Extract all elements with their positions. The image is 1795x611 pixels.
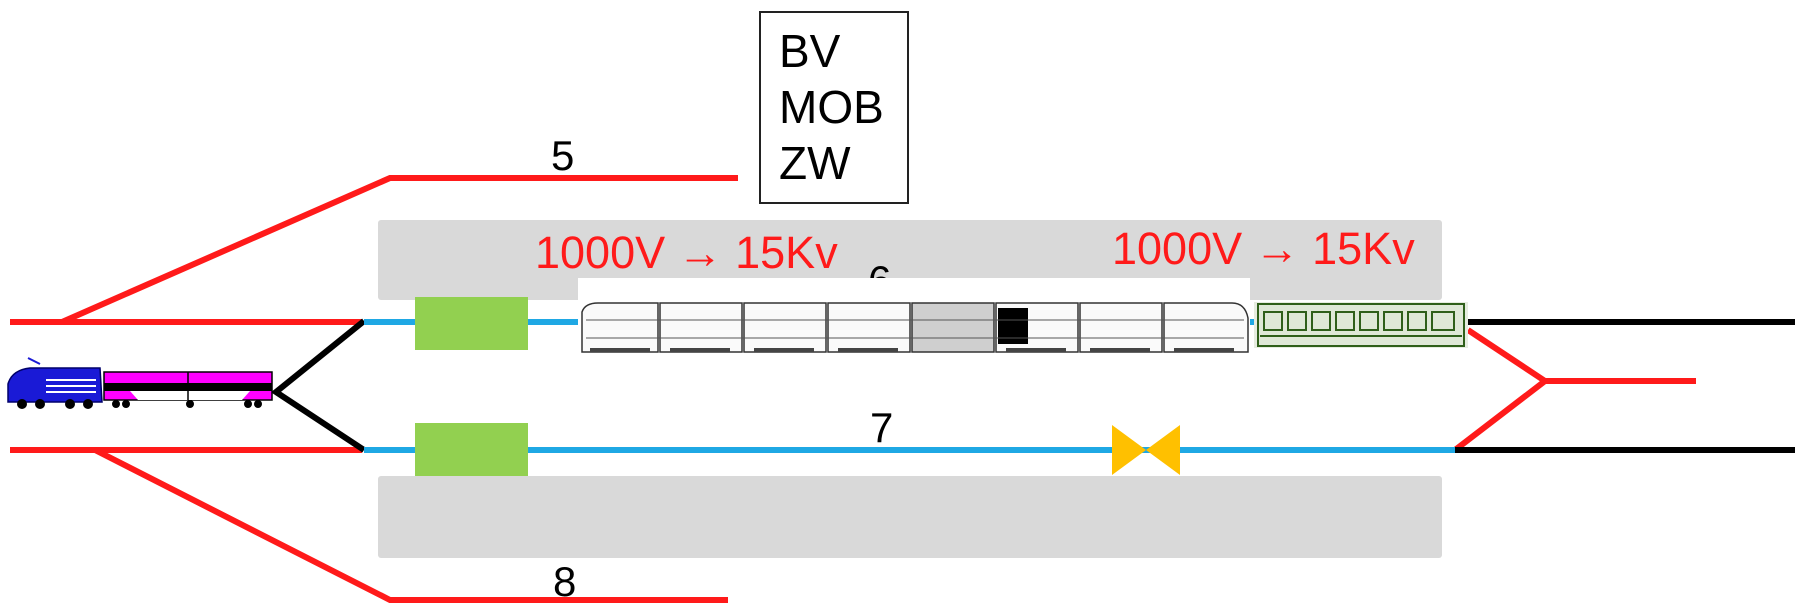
track-8-line (93, 447, 728, 603)
red-tracks (10, 175, 1696, 603)
bowtie-marker-icon (1112, 425, 1180, 475)
white-panoramic-train (578, 278, 1250, 353)
legend-item: ZW (779, 137, 851, 189)
locomotive-with-magenta-wagons (7, 357, 273, 409)
voltage-label-right: 1000V → 15Kv (1112, 223, 1415, 274)
right-junction-red (1453, 327, 1551, 453)
green-block-track-7 (415, 423, 528, 476)
platform-bottom (378, 476, 1442, 558)
black-tracks (270, 318, 1795, 453)
legend-item: BV (779, 25, 841, 77)
green-block-track-6 (415, 297, 528, 350)
legend-item: MOB (779, 81, 884, 133)
track-5-line (10, 175, 738, 325)
legend-box: BV MOB ZW (759, 11, 909, 204)
track-number-8: 8 (553, 558, 576, 605)
track-number-5: 5 (551, 132, 574, 179)
voltage-label-left: 1000V → 15Kv (535, 227, 838, 278)
left-switch (270, 318, 366, 453)
green-tram-car (1254, 302, 1468, 348)
track-number-7: 7 (870, 404, 893, 451)
